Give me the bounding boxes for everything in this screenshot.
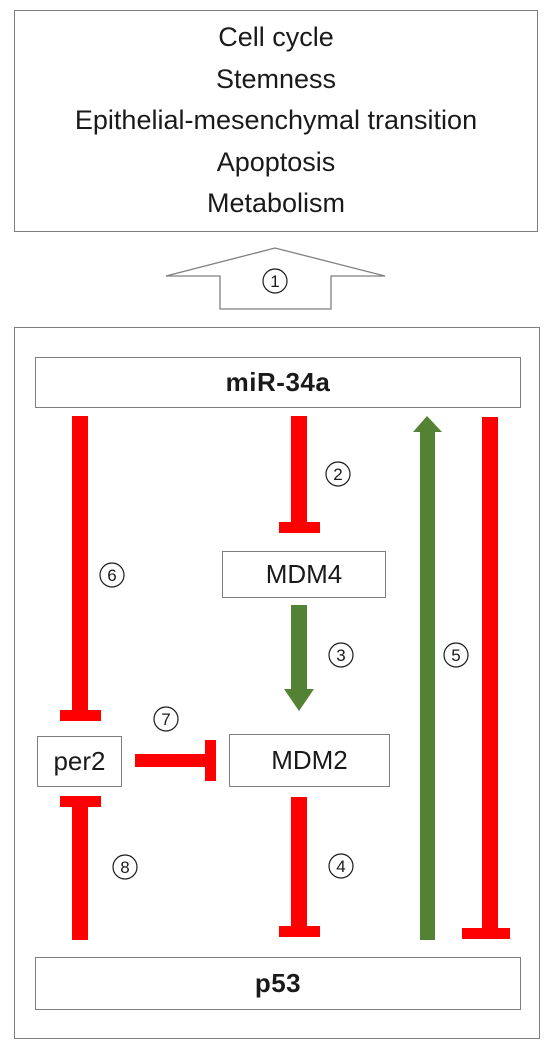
svg-text:7: 7	[161, 710, 170, 729]
node-mir34a: miR-34a	[35, 357, 521, 408]
outcome-metabolism: Metabolism	[206, 188, 346, 219]
outcome-cell-cycle: Cell cycle	[218, 22, 334, 53]
svg-text:4: 4	[336, 857, 345, 876]
outcomes-box: Cell cycle Stemness Epithelial-mesenchym…	[14, 10, 538, 232]
outcome-apoptosis: Apoptosis	[216, 146, 336, 177]
marker-2: 2	[325, 461, 351, 487]
marker-1: 1	[262, 268, 288, 294]
marker-8: 8	[112, 854, 138, 880]
outcome-emt: Epithelial-mesenchymal transition	[74, 105, 478, 136]
marker-5: 5	[443, 642, 469, 668]
edge-per2-inhibits-mdm2	[135, 740, 216, 781]
marker-7: 7	[153, 706, 179, 732]
edge-mir34a-inhibits-p53	[462, 417, 510, 939]
node-mdm4: MDM4	[222, 551, 386, 598]
node-per2: per2	[37, 736, 122, 787]
marker-6: 6	[99, 562, 125, 588]
node-p53: p53	[35, 957, 521, 1010]
svg-text:8: 8	[120, 858, 129, 877]
edge-mdm2-inhibits-p53	[279, 797, 320, 937]
edge-p53-activates-mir34a	[413, 416, 442, 940]
marker-4: 4	[328, 853, 354, 879]
outcome-stemness: Stemness	[215, 63, 337, 94]
svg-text:3: 3	[336, 646, 345, 665]
svg-text:5: 5	[451, 646, 460, 665]
svg-text:2: 2	[333, 465, 342, 484]
svg-text:1: 1	[270, 272, 279, 291]
svg-text:6: 6	[107, 566, 116, 585]
edge-mir34a-inhibits-mdm4	[279, 416, 320, 533]
edge-p53-inhibits-per2	[60, 796, 101, 940]
edge-mdm4-activates-mdm2	[284, 605, 314, 711]
node-mdm2: MDM2	[229, 734, 390, 787]
network-panel	[14, 327, 540, 1039]
edge-mir34a-inhibits-per2	[60, 416, 101, 721]
marker-3: 3	[328, 642, 354, 668]
